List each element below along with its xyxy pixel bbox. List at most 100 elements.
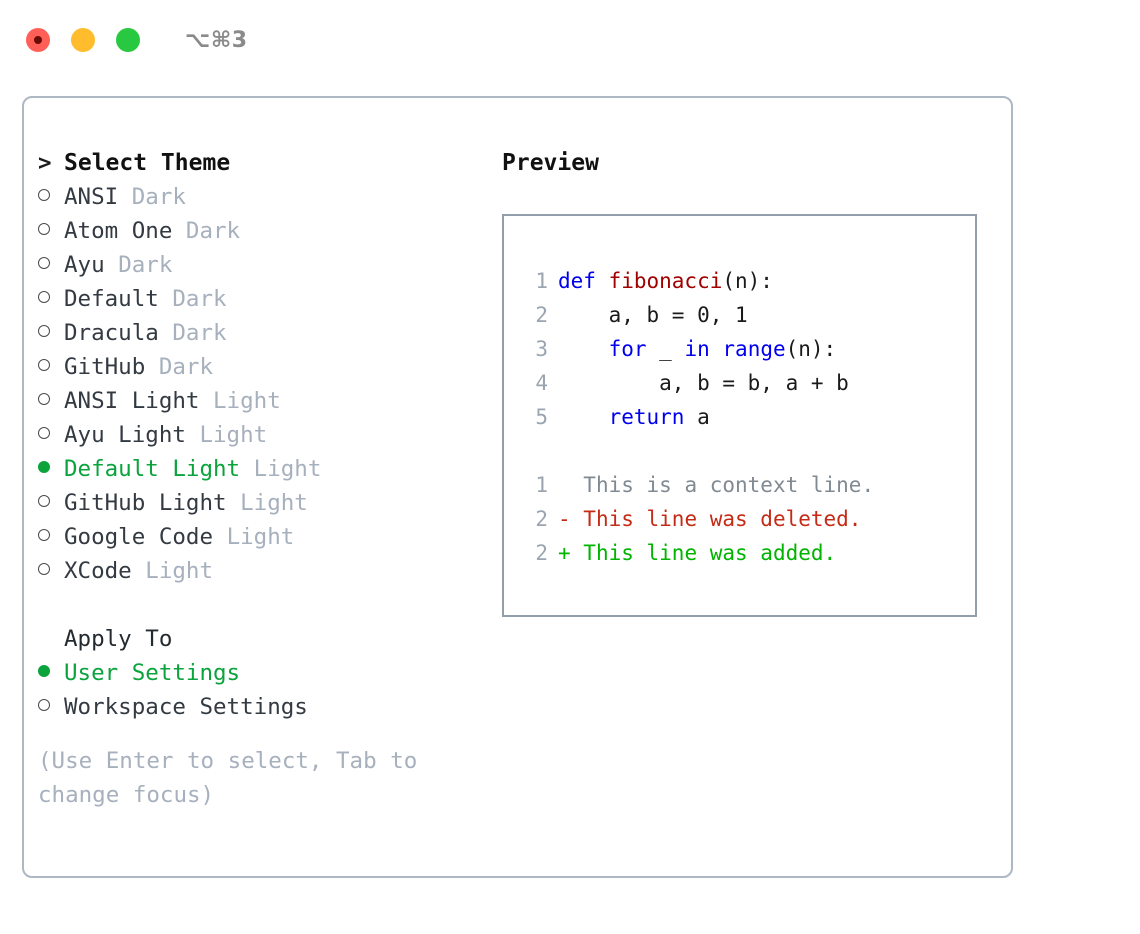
caret-icon: > [38,150,52,176]
theme-list-item[interactable]: XCode Light [38,554,488,588]
theme-kind-separator [105,248,119,282]
title-bar: ⌥⌘3 [0,0,1140,80]
theme-list-item[interactable]: ANSI Light Light [38,384,488,418]
theme-list-item[interactable]: Ayu Light Light [38,418,488,452]
theme-name-label: Dracula [64,320,159,346]
code-token: a, b = b, a + b [558,371,849,395]
code-line: 4 a, b = b, a + b [520,366,975,400]
diff-line-number: 2 [535,541,548,565]
radio-dot [38,189,50,201]
theme-name-label: Default Light [64,456,241,482]
diff-line: 2 + This line was added. [520,536,975,570]
diff-line: 1 This is a context line. [520,468,975,502]
theme-kind-label: Light [213,388,281,414]
diff-line-number: 2 [535,507,548,531]
code-line: 3 for _ in range(n): [520,332,975,366]
maximize-button[interactable] [116,28,140,52]
code-token [710,332,723,366]
radio-dot [38,257,50,269]
theme-list-item[interactable]: Dracula Dark [38,316,488,350]
theme-list-item[interactable]: Default Dark [38,282,488,316]
radio-unselected-icon[interactable] [38,350,64,384]
theme-name-label: Ayu Light [64,422,186,448]
theme-kind-label: Dark [131,184,186,210]
select-theme-title: Select Theme [64,150,231,176]
radio-dot [38,223,50,235]
theme-kind-label: Dark [158,354,214,380]
theme-list-item[interactable]: Default Light Light [38,452,488,486]
radio-selected-icon[interactable] [38,452,64,486]
theme-kind-separator [186,418,200,452]
diff-text: This line was added. [570,541,837,565]
theme-name-label: Google Code [64,524,214,550]
theme-list-item[interactable]: GitHub Dark [38,350,488,384]
radio-unselected-icon[interactable] [38,316,64,350]
theme-kind-separator [159,316,173,350]
apply-to-option[interactable]: Workspace Settings [38,690,488,724]
theme-list-item[interactable]: Google Code Light [38,520,488,554]
code-token: a, b = 0, 1 [558,303,748,327]
code-line-number: 5 [535,405,548,429]
apply-to-label: Workspace Settings [64,694,308,720]
keyboard-hint-text: (Use Enter to select, Tab to change focu… [38,748,418,808]
code-token: a [684,405,710,429]
radio-dot [38,325,50,337]
diff-line-number: 1 [535,473,548,497]
theme-kind-separator [199,384,213,418]
code-line-number: 2 [535,303,548,327]
radio-dot [38,495,50,507]
code-line: 2 a, b = 0, 1 [520,298,975,332]
diff-sign: + [558,541,571,565]
code-token: (n): [785,337,837,361]
radio-unselected-icon[interactable] [38,690,64,724]
theme-name-label: Default [64,286,159,312]
theme-kind-separator [132,554,146,588]
minimize-button[interactable] [71,28,95,52]
apply-to-marker-placeholder: ○ [38,622,64,656]
code-token: return [608,405,685,429]
theme-kind-label: Dark [118,252,173,278]
radio-unselected-icon[interactable] [38,418,64,452]
diff-text: This line was deleted. [570,507,862,531]
code-diff-spacer [520,434,975,468]
theme-list-item[interactable]: Ayu Dark [38,248,488,282]
preview-title: Preview [502,150,599,176]
radio-unselected-icon[interactable] [38,486,64,520]
radio-unselected-icon[interactable] [38,248,64,282]
theme-kind-separator [118,180,132,214]
section-spacer [38,588,488,622]
radio-unselected-icon[interactable] [38,384,64,418]
radio-unselected-icon[interactable] [38,214,64,248]
radio-unselected-icon[interactable] [38,180,64,214]
theme-list-item[interactable]: Atom One Dark [38,214,488,248]
code-token [558,400,609,434]
radio-dot [38,699,50,711]
radio-unselected-icon[interactable] [38,520,64,554]
theme-list-item[interactable]: GitHub Light Light [38,486,488,520]
radio-dot [38,461,50,473]
theme-kind-separator [172,214,186,248]
apply-to-option[interactable]: User Settings [38,656,488,690]
select-theme-header-row: > Select Theme [38,146,488,180]
radio-dot [38,529,50,541]
radio-unselected-icon[interactable] [38,282,64,316]
theme-list-item[interactable]: ANSI Dark [38,180,488,214]
code-token: (n): [722,269,773,293]
code-token [558,332,609,366]
diff-sample: 1 This is a context line.2- This line wa… [520,468,975,570]
code-token: range [722,337,786,361]
code-line-number: 4 [535,371,548,395]
close-button[interactable] [26,28,50,52]
radio-unselected-icon[interactable] [38,554,64,588]
code-token: fibonacci [608,269,723,293]
radio-dot [38,393,50,405]
theme-name-label: GitHub Light [64,490,227,516]
theme-name-label: Ayu [64,252,105,278]
radio-selected-icon[interactable] [38,656,64,690]
apply-to-label: User Settings [64,660,241,686]
